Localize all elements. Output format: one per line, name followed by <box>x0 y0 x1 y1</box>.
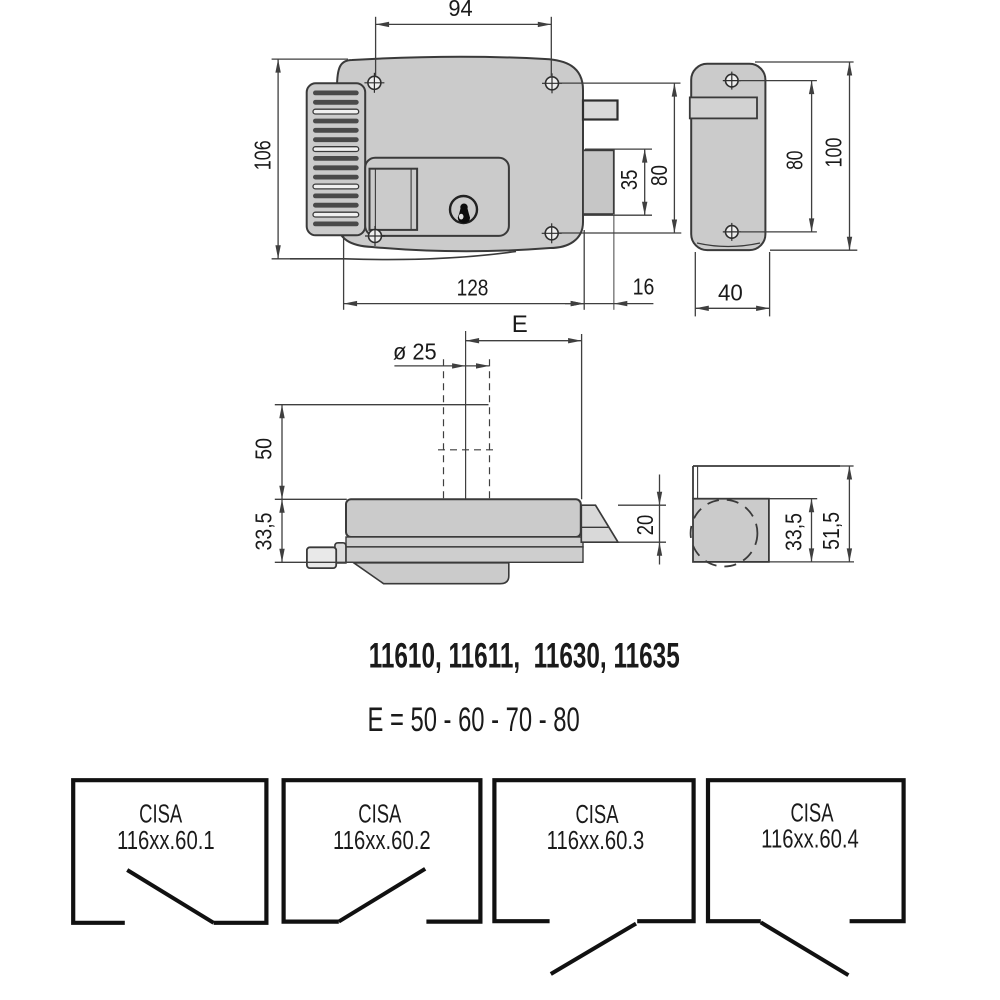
svg-text:40: 40 <box>718 279 743 305</box>
svg-text:116xx.60.1: 116xx.60.1 <box>117 826 215 855</box>
svg-text:128: 128 <box>457 276 489 301</box>
svg-text:ø 25: ø 25 <box>393 339 437 365</box>
svg-text:116xx.60.3: 116xx.60.3 <box>547 826 645 855</box>
svg-text:CISA: CISA <box>139 800 182 829</box>
svg-text:20: 20 <box>633 515 658 535</box>
svg-text:11610, 11611, 11630, 11635: 11610, 11611, 11630, 11635 <box>369 637 680 675</box>
svg-text:16: 16 <box>633 274 655 300</box>
svg-text:35: 35 <box>617 170 642 190</box>
svg-text:94: 94 <box>448 0 472 21</box>
svg-text:50: 50 <box>251 438 277 460</box>
svg-text:51,5: 51,5 <box>819 512 845 550</box>
svg-text:100: 100 <box>821 138 847 168</box>
svg-text:80: 80 <box>783 150 808 169</box>
svg-text:80: 80 <box>647 165 672 186</box>
svg-text:33,5: 33,5 <box>781 513 807 551</box>
svg-text:E = 50 - 60 - 70 - 80: E = 50 - 60 - 70 - 80 <box>367 701 579 739</box>
svg-text:E: E <box>512 311 528 338</box>
svg-text:CISA: CISA <box>790 799 833 828</box>
svg-text:116xx.60.2: 116xx.60.2 <box>333 826 431 855</box>
svg-text:CISA: CISA <box>575 800 618 829</box>
svg-text:CISA: CISA <box>358 800 401 829</box>
svg-text:33,5: 33,5 <box>251 512 277 550</box>
svg-text:106: 106 <box>251 140 277 170</box>
svg-text:116xx.60.4: 116xx.60.4 <box>761 824 859 853</box>
